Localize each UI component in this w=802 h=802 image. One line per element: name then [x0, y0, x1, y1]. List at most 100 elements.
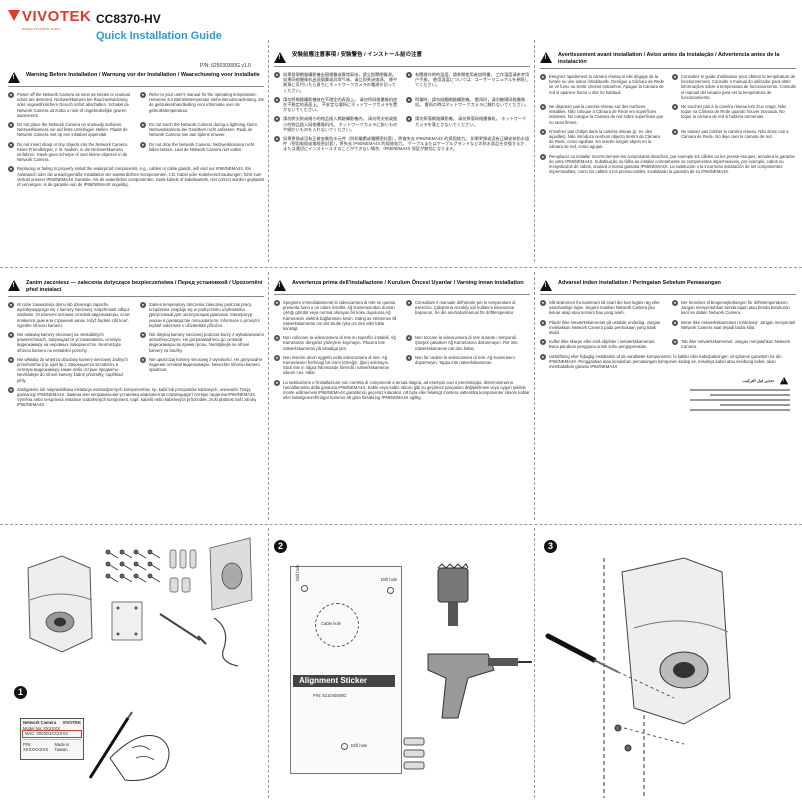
bullet-icon: ●: [672, 128, 678, 135]
list-item: ●Nie ustawiaj kamery sieciowej na niesta…: [8, 332, 121, 353]
package-contents-illustration: [27, 537, 253, 667]
list-item: ●Placér ikke netværkskameraet på ustabil…: [540, 319, 661, 336]
list-item: ●Consultez le guide d'utilisateur pour o…: [672, 74, 796, 100]
drill-tools-illustration: [398, 563, 532, 770]
bullet-icon: ●: [140, 92, 146, 98]
section-rule: [8, 86, 264, 87]
list-item: ●Do not touch the Network Camera during …: [140, 122, 259, 138]
drill-hole-label-c: Drill hole: [351, 743, 368, 748]
list-item: ●Non toccare la videocamera di rete dura…: [406, 335, 518, 351]
section-cjk: ! 安裝前應注意事項 / 安裝警告 / インストール前の注意 ●如果發現網路攝影…: [274, 52, 530, 156]
brand-tagline: www.vivotek.com: [22, 26, 61, 31]
list-item: ●Do not place the Network Camera on unst…: [8, 122, 128, 138]
bullet-icon: ●: [274, 354, 280, 361]
section-rule: [540, 294, 796, 295]
product-label: Network Camera VIVOTEK Model No: XXXXXX …: [20, 718, 84, 760]
bullet-icon: ●: [672, 339, 678, 346]
hand-with-pen-icon: [88, 711, 170, 781]
label-model: Model No: XXXXXX: [23, 726, 61, 732]
list-item: ●Ne touchez pas à la caméra réseau lors …: [672, 104, 786, 120]
bullet-icon: ●: [8, 122, 14, 129]
bullet-icon: ●: [274, 379, 280, 386]
section-pl-ru-cz: ! Zanim zaczniesz — zalecenia dotyczące …: [8, 280, 264, 412]
bullet-icon: ●: [540, 153, 546, 160]
section-title: 安裝前應注意事項 / 安裝警告 / インストール前の注意: [292, 52, 423, 58]
divider: [268, 272, 269, 520]
cable-hole-label: Cable hole: [321, 621, 342, 626]
list-item: ●如果發現網路攝影機出現煙霧或異常氣味，請立即關閉電源。 如果网络摄像机出现烟雾…: [274, 72, 398, 93]
drill-hole-a: [301, 585, 308, 592]
list-item: ●Slå strømmen fra kameraet så snart der …: [540, 300, 660, 316]
list-item: ●Non collocare la videocamera di rete su…: [274, 335, 396, 351]
list-item: ●Zastąpienie lub nieprawidłowa instalacj…: [8, 386, 257, 408]
list-item: ●Nie wkładaj do wnętrza obudowy kamery s…: [8, 356, 128, 383]
section-rule: [274, 66, 530, 67]
section-rule: [274, 294, 530, 295]
cable-hole: [315, 603, 359, 647]
guide-title: Quick Installation Guide: [96, 30, 222, 42]
step3-panel: 3: [534, 528, 802, 802]
bullet-icon: ●: [406, 72, 412, 78]
bullet-icon: ●: [672, 319, 678, 326]
list-item: ●Refer to your user's manual for the ope…: [140, 92, 264, 113]
step1-panel: 1 Network Camera VIVOTEK Model No: XXXXX…: [0, 528, 268, 802]
arabic-text-lines: [690, 389, 790, 412]
section-title: Avvertenza prima dell'installazione / Ku…: [292, 280, 524, 286]
section-it-tr-sv: ! Avvertenza prima dell'installazione / …: [274, 280, 530, 404]
label-brand: VIVOTEK: [62, 720, 81, 725]
wall-mount-illustration: [545, 557, 731, 798]
warning-icon: !: [274, 52, 286, 63]
bullet-icon: ●: [140, 302, 146, 308]
warning-icon: !: [8, 72, 20, 83]
divider: [268, 528, 269, 798]
section-da-id: ! Advarsel inden installation / Peringat…: [540, 280, 796, 414]
bullet-icon: ●: [8, 166, 14, 173]
list-item: ●Consultare il manuale dell'utente per l…: [406, 300, 516, 316]
bullet-icon: ●: [540, 319, 546, 326]
list-item: ●Indfør ikke skarpe eller små objekter i…: [540, 339, 656, 350]
drill-hole-label-b: Drill hole: [381, 577, 398, 582]
bullet-icon: ●: [406, 335, 412, 342]
list-item: ●請勿摔落網路攝影機。 请勿摔落网络摄像机。 ネットワークカメラを落とさないでく…: [406, 116, 527, 127]
warning-icon: !: [274, 280, 286, 291]
section-en-de-nl: ! Warning Before Installation / Warnung …: [8, 72, 264, 191]
bullet-icon: ●: [8, 302, 14, 308]
list-item: ●La sostituzione o l'installazione non c…: [274, 379, 530, 401]
list-item: ●Non far cadere la videocamera di rete. …: [406, 354, 515, 366]
sticker-title: Alignment Sticker: [299, 676, 368, 685]
section-rule: [8, 296, 264, 297]
bullet-icon: ●: [406, 116, 412, 123]
divider: [534, 272, 535, 520]
brand-name: VIVOTEK: [22, 8, 92, 25]
model-title: CC8370-HV: [96, 12, 161, 26]
bullet-icon: ●: [274, 96, 280, 103]
label-origin: Made in Taiwan: [54, 741, 70, 752]
list-item: ●Nie dotykaj kamery sieciowej podczas bu…: [140, 332, 264, 353]
bullet-icon: ●: [8, 386, 14, 393]
label-title: Network Camera: [23, 720, 57, 725]
vivotek-logo: VIVOTEK www.vivotek.com: [8, 8, 92, 34]
warning-icon: !: [540, 52, 552, 63]
list-item: ●Nie upuszczaj kamery sieciowej z wysoko…: [140, 356, 263, 373]
bullet-icon: ●: [406, 354, 412, 361]
drill-hole-c: [341, 743, 348, 750]
step-number-2: 2: [274, 540, 287, 553]
list-item: ●N'insérez pas d'objet dans la caméra ré…: [540, 128, 660, 150]
bullet-icon: ●: [672, 74, 678, 80]
divider: [534, 40, 535, 262]
list-item: ●Zakres temperatury otoczenia zalecanej …: [140, 302, 260, 328]
logo-mark-icon: [8, 10, 20, 21]
list-item: ●Do not insert sharp or tiny objects int…: [8, 141, 129, 163]
list-item: ●Ne laissez pas tomber la caméra réseau.…: [672, 128, 789, 140]
step-number-3: 3: [544, 540, 557, 553]
list-item: ●請勿將尖銳或細小的物品插入網路攝影機內。 请勿将尖锐或细小的物品插入网络摄像机…: [274, 116, 398, 132]
bullet-icon: ●: [672, 300, 678, 306]
bullet-icon: ●: [8, 141, 14, 148]
drill-hole-b: [387, 587, 394, 594]
bullet-icon: ●: [8, 92, 14, 98]
bullet-icon: ●: [8, 356, 14, 363]
section-fr-pt-es: ! Avertissement avant installation / Avi…: [540, 52, 796, 178]
list-item: ●Non inserire alcun oggetto nella videoc…: [274, 354, 390, 376]
list-item: ●Tab ikke netværkskameraet. Jangan menja…: [672, 339, 790, 350]
bullet-icon: ●: [8, 332, 14, 339]
